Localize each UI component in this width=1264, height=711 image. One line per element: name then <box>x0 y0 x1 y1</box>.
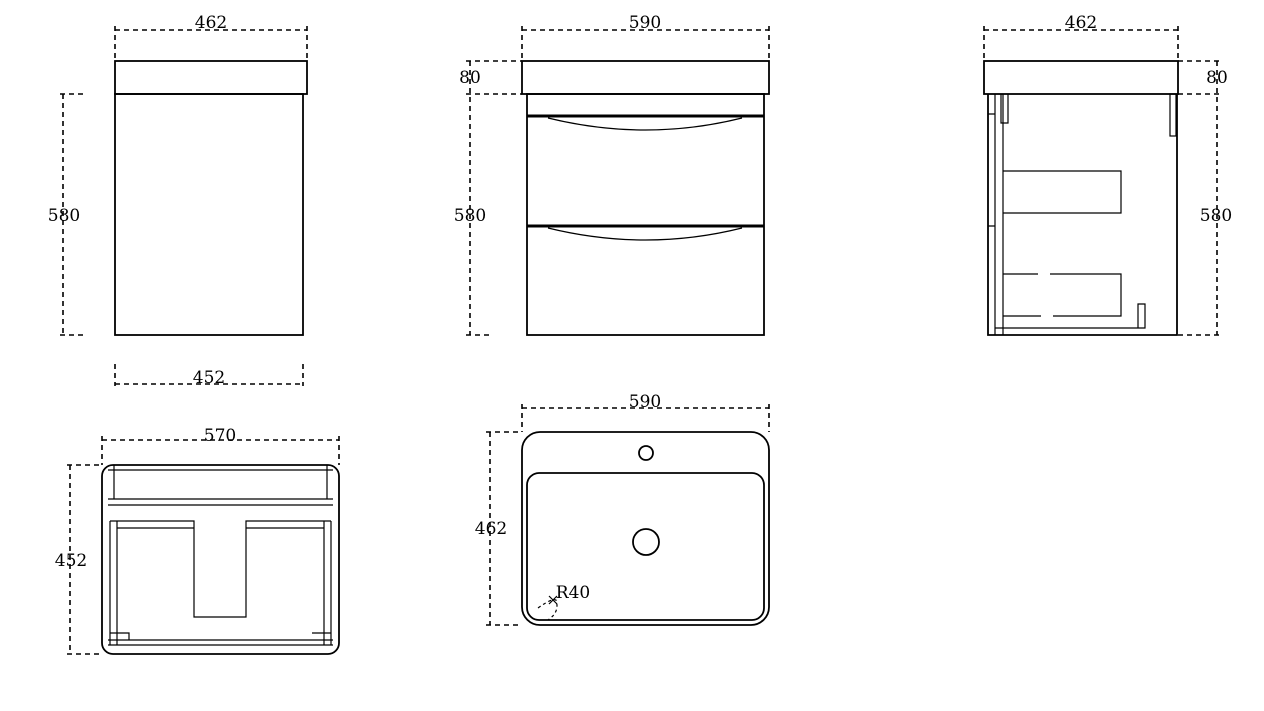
cabinet-body <box>114 93 304 336</box>
dimension-line-top <box>521 26 770 61</box>
dimension-line-depth <box>67 464 100 655</box>
dimension-height: 580 <box>1200 206 1232 226</box>
basin-bowl <box>526 472 765 621</box>
dimension-depth: 462 <box>475 519 507 539</box>
dimension-top-width: 462 <box>1065 13 1097 33</box>
side-section-view: 462 80 580 <box>983 13 1232 336</box>
dimension-line-depth <box>486 431 520 626</box>
cabinet-body <box>526 93 765 336</box>
basin-outline <box>521 431 770 626</box>
dimension-depth: 452 <box>55 551 87 571</box>
countertop-slab <box>521 60 770 95</box>
dimension-line-top <box>983 26 1179 61</box>
dimension-top-thickness: 80 <box>459 68 481 88</box>
dimension-bottom-width: 452 <box>193 368 225 388</box>
basin-top-view: R40 590 462 <box>475 392 770 626</box>
dimension-line-bottom <box>114 364 304 386</box>
corner-radius-label: R40 <box>556 583 590 603</box>
tap-hole <box>638 445 654 461</box>
dimension-width: 590 <box>629 392 661 412</box>
front-view-narrow: 462 580 452 <box>48 13 308 388</box>
cabinet-outline <box>101 464 340 655</box>
drawer-handle-curve <box>547 227 743 241</box>
dimension-line-height <box>466 60 522 336</box>
dimension-line-width <box>101 436 340 465</box>
dimension-top-width: 462 <box>195 13 227 33</box>
countertop-slab <box>114 60 308 95</box>
drain-hole <box>632 528 660 556</box>
plan-view-cabinet: 570 452 <box>55 426 340 655</box>
dimension-width: 570 <box>204 426 236 446</box>
dimension-line-width <box>521 404 770 432</box>
dimension-height: 580 <box>454 206 486 226</box>
dimension-top-width: 590 <box>629 13 661 33</box>
dimension-top-thickness: 80 <box>1206 68 1228 88</box>
dimension-line-height <box>60 93 86 336</box>
countertop-slab <box>983 60 1179 95</box>
front-view-drawers: 590 80 580 <box>454 13 770 336</box>
drawer-handle-curve <box>547 117 743 131</box>
dimension-line-top <box>114 26 308 61</box>
dimension-line-height <box>1178 60 1221 336</box>
dimension-height: 580 <box>48 206 80 226</box>
